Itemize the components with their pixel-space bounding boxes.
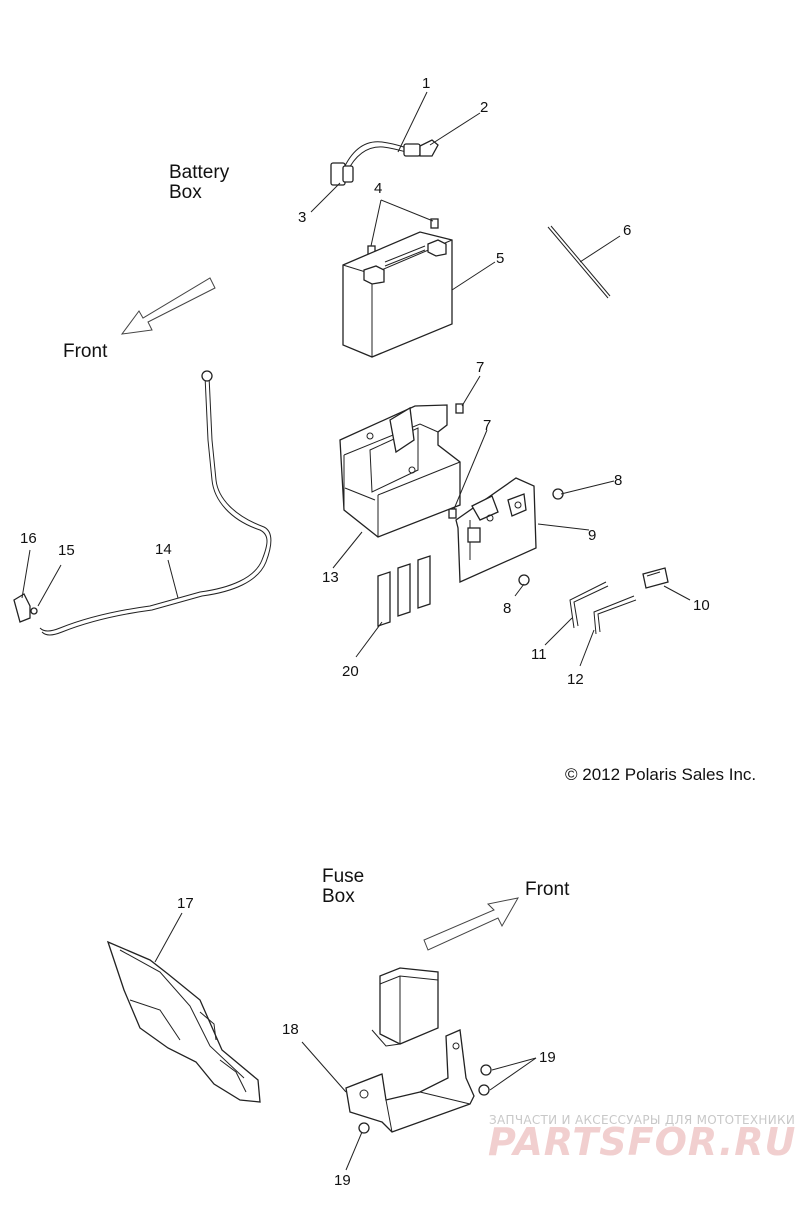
callout-19-lower: 19 [334, 1172, 351, 1189]
leader-lines [21, 91, 691, 1171]
battery-tray [339, 404, 461, 538]
callout-19-right: 19 [539, 1049, 556, 1066]
battery-strap [547, 225, 611, 299]
fuse-box-label: Fuse Box [322, 866, 365, 907]
callout-5: 5 [496, 250, 505, 267]
callout-1: 1 [422, 75, 431, 92]
bracket-bolts [448, 403, 464, 519]
battery-cable-harness [330, 139, 439, 186]
battery-bracket [455, 477, 537, 583]
fuse-box-bracket [345, 1029, 475, 1133]
callout-3: 3 [298, 209, 307, 226]
front-arrow-top [120, 277, 216, 335]
callout-17: 17 [177, 895, 194, 912]
callout-12: 12 [567, 671, 584, 688]
nuts [518, 488, 564, 586]
callout-15: 15 [58, 542, 75, 559]
callout-7-upper: 7 [476, 359, 485, 376]
fuse-box-cover [106, 940, 261, 1103]
callout-16: 16 [20, 530, 37, 547]
watermark-tagline: ЗАПЧАСТИ И АКСЕССУАРЫ ДЛЯ МОТОТЕХНИКИ [489, 1113, 796, 1127]
front-label-top: Front [63, 341, 108, 362]
front-arrow-bottom [423, 897, 519, 951]
fuse-box-module [371, 967, 439, 1047]
callout-7-lower: 7 [483, 417, 492, 434]
callout-20: 20 [342, 663, 359, 680]
callout-13: 13 [322, 569, 339, 586]
battery [342, 231, 453, 358]
copyright-notice: © 2012 Polaris Sales Inc. [565, 765, 757, 784]
callout-9: 9 [588, 527, 597, 544]
relay [642, 567, 669, 589]
callout-6: 6 [623, 222, 632, 239]
callout-18: 18 [282, 1021, 299, 1038]
fuse-bracket-bolts [358, 1064, 492, 1134]
callout-14: 14 [155, 541, 172, 558]
front-label-bottom: Front [525, 879, 570, 900]
battery-box-label: Battery Box [169, 162, 230, 203]
callout-11: 11 [531, 646, 547, 663]
watermark-brand: PARTSFOR.RU [488, 1120, 797, 1164]
callout-8-lower: 8 [503, 600, 512, 617]
callout-4: 4 [374, 180, 383, 197]
callout-10: 10 [693, 597, 710, 614]
ground-cable [13, 370, 272, 636]
hex-keys [569, 581, 637, 635]
callout-2: 2 [480, 99, 489, 116]
callout-8-right: 8 [614, 472, 623, 489]
battery-pads [377, 555, 431, 627]
